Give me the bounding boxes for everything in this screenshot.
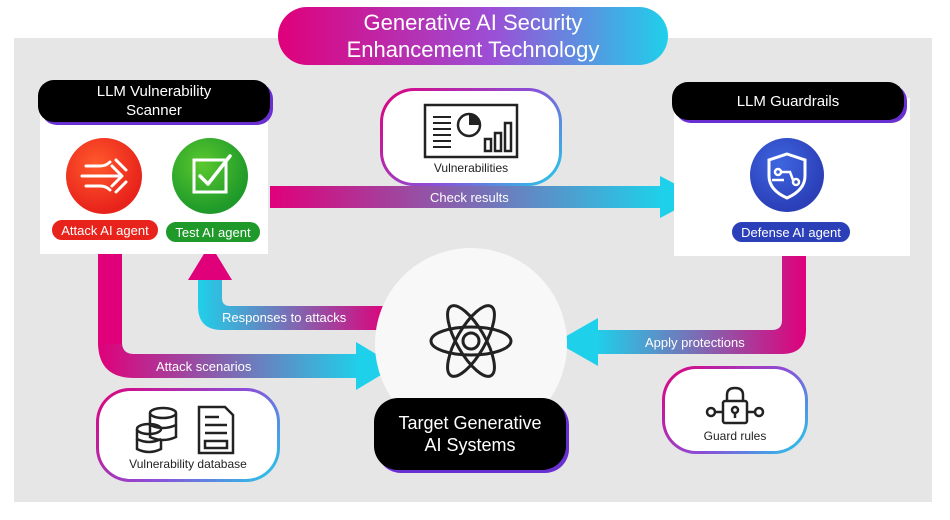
target-label: Target Generative AI Systems [374,398,566,470]
vulnerabilities-box: Vulnerabilities [380,88,562,186]
test-agent-label: Test AI agent [164,220,262,244]
attack-scenarios-label: Attack scenarios [156,359,252,374]
title-pill: Generative AI Security Enhancement Techn… [278,7,668,65]
atom-icon [429,304,513,378]
report-chart-icon [423,103,519,159]
responses-label: Responses to attacks [222,310,347,325]
vulnerability-database-box: Vulnerability database [96,388,280,482]
vulnerability-database-label: Vulnerability database [129,457,247,471]
guardrails-title-text: LLM Guardrails [736,92,840,110]
document-icon [197,405,235,455]
guardrails-title: LLM Guardrails [672,82,904,120]
attack-agent-icon [66,138,142,214]
lock-icon [705,386,765,425]
defense-agent-label: Defense AI agent [730,220,852,244]
vulnerabilities-label: Vulnerabilities [433,161,509,175]
target-line1: Target Generative [398,413,542,433]
title-line2: Enhancement Technology [346,37,600,62]
guard-rules-box: Guard rules [662,366,808,454]
defense-agent-icon [750,138,824,212]
apply-protections-label: Apply protections [645,335,745,350]
attack-scenarios-arrow [98,244,396,390]
attack-agent-label: Attack AI agent [50,218,160,242]
target-line2: AI Systems [424,435,516,455]
scanner-title-line1: LLM Vulnerability [96,83,212,100]
guard-rules-label: Guard rules [703,429,767,443]
check-results-label: Check results [430,190,509,205]
scanner-title-line2: Scanner [126,102,182,119]
title-line1: Generative AI Security [363,10,583,35]
responses-arrow [188,244,390,330]
database-icon [135,405,235,455]
test-agent-icon [172,138,248,214]
scanner-title: LLM Vulnerability Scanner [38,80,270,122]
